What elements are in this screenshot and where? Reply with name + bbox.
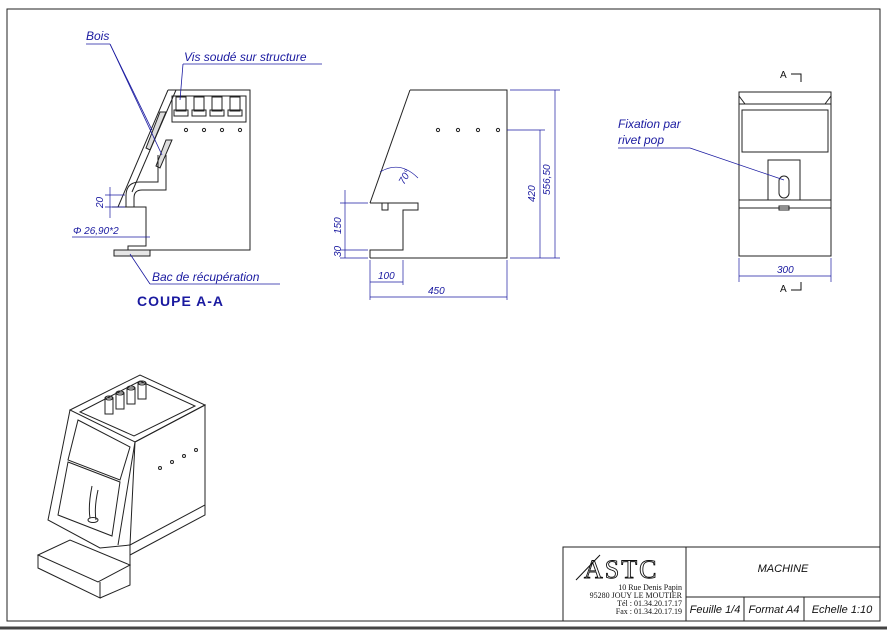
section-leaders bbox=[86, 43, 322, 285]
section-wood-panel bbox=[145, 111, 167, 151]
dim-100: 100 bbox=[378, 271, 395, 282]
tel-number: Tél : 01.34.20.17.17 bbox=[617, 599, 682, 608]
iso-front-left bbox=[47, 409, 131, 549]
front-window bbox=[741, 109, 829, 153]
section-valves bbox=[173, 96, 243, 117]
dim-556-50: 556,50 bbox=[542, 164, 553, 195]
section-dimension-lines bbox=[72, 187, 150, 238]
side-tab bbox=[381, 202, 389, 211]
view-marker-bottom: A bbox=[780, 284, 787, 295]
front-body-outline bbox=[738, 91, 832, 257]
label-vis-soude: Vis soudé sur structure bbox=[184, 50, 307, 64]
sheet-number: Feuille 1/4 bbox=[690, 604, 741, 616]
label-bois: Bois bbox=[86, 29, 109, 43]
iso-base-right bbox=[99, 565, 131, 599]
label-fixation-line2: rivet pop bbox=[618, 133, 664, 147]
isometric-view bbox=[36, 374, 207, 599]
side-view bbox=[369, 89, 508, 259]
astc-logo: ASTC bbox=[575, 555, 657, 584]
dim-20: 20 bbox=[95, 196, 106, 209]
address-line1: 10 Rue Denis Papin bbox=[618, 583, 682, 592]
side-front-slope bbox=[369, 89, 411, 204]
iso-pipe bbox=[88, 485, 99, 521]
dim-300: 300 bbox=[777, 265, 794, 276]
section-title: COUPE A-A bbox=[137, 293, 224, 309]
view-marker-top: A bbox=[780, 70, 787, 81]
dim-150: 150 bbox=[333, 217, 344, 234]
iso-front-edge bbox=[117, 441, 136, 546]
label-fixation-line1: Fixation par bbox=[618, 117, 682, 131]
side-lower-recess bbox=[369, 202, 419, 258]
sheet-format: Format A4 bbox=[749, 604, 800, 616]
view-arrow-top bbox=[791, 73, 802, 82]
section-holes bbox=[183, 127, 243, 133]
iso-window bbox=[67, 419, 131, 481]
iso-pipe-end bbox=[87, 517, 99, 523]
section-cup bbox=[112, 206, 147, 250]
sheet-border bbox=[6, 8, 881, 622]
front-nozzle bbox=[778, 175, 790, 199]
iso-right-panel bbox=[129, 404, 206, 546]
section-body-outline bbox=[150, 89, 251, 251]
section-pipe bbox=[125, 155, 167, 207]
iso-holes bbox=[158, 448, 198, 470]
iso-valves bbox=[104, 380, 147, 415]
view-arrow-bottom bbox=[791, 282, 802, 291]
section-front-slope bbox=[117, 89, 169, 208]
label-bac-recuperation: Bac de récupération bbox=[152, 270, 260, 284]
dim-30: 30 bbox=[333, 245, 344, 257]
dim-angle: 70° bbox=[397, 168, 414, 187]
fax-number: Fax : 01.34.20.17.19 bbox=[616, 607, 682, 616]
dim-420: 420 bbox=[527, 185, 538, 202]
section-view-a-a bbox=[112, 89, 251, 257]
title-block bbox=[562, 546, 881, 622]
address-line2: 95280 JOUY LE MOUTIER bbox=[590, 591, 683, 600]
section-wood-panel-2 bbox=[155, 139, 173, 169]
drawing-title: MACHINE bbox=[758, 563, 809, 575]
dim-diameter: Φ 26,90*2 bbox=[73, 226, 119, 237]
front-view bbox=[738, 91, 832, 257]
iso-dispense-bay bbox=[57, 461, 121, 537]
front-tray-tab bbox=[778, 205, 790, 211]
iso-base-front bbox=[37, 555, 101, 599]
front-corner-left bbox=[738, 95, 746, 105]
side-dimension-lines bbox=[340, 89, 560, 300]
iso-right-lower bbox=[129, 505, 206, 556]
side-holes bbox=[435, 127, 501, 133]
drawing-scale: Echelle 1:10 bbox=[812, 604, 873, 616]
section-drip-tray bbox=[113, 249, 151, 257]
section-valve-plate bbox=[171, 95, 247, 123]
front-corner-right bbox=[824, 95, 832, 105]
dim-450: 450 bbox=[428, 286, 445, 297]
front-dimension-lines bbox=[618, 147, 832, 282]
side-body-outline bbox=[370, 89, 508, 259]
